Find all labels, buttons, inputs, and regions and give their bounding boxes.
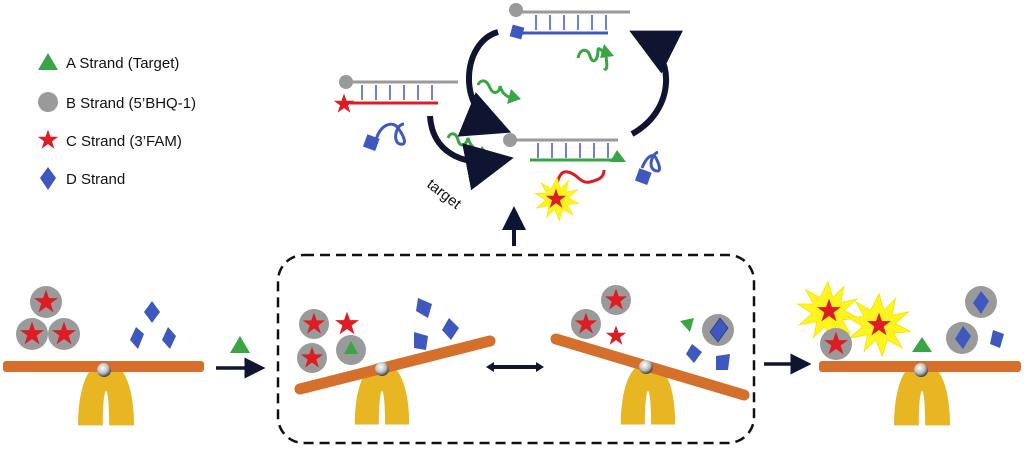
quencher-icon <box>339 75 353 89</box>
legend-item-d: D Strand <box>40 167 125 190</box>
legend-item-a: A Strand (Target) <box>38 53 179 72</box>
stage-intermediate-2 <box>550 285 750 425</box>
free-a-strand <box>476 79 521 104</box>
cycle-arrow-right <box>629 30 683 137</box>
equilibrium-arrow <box>486 362 544 372</box>
bc-duplex-group <box>16 286 80 350</box>
bd-duplex <box>509 3 630 40</box>
stage-initial <box>3 286 204 426</box>
triangle-icon <box>610 150 626 162</box>
free-d-strand <box>634 150 661 185</box>
pivot-ball <box>375 362 389 376</box>
equilibrium-box <box>276 253 756 445</box>
stage-intermediate-1 <box>294 298 496 425</box>
legend-item-c: C Strand (3’FAM) <box>37 129 182 150</box>
triangle-icon <box>507 89 521 104</box>
legend-label: B Strand (5’BHQ-1) <box>66 95 196 112</box>
free-d-strand <box>362 122 406 151</box>
legend-item-b: B Strand (5’BHQ-1) <box>38 92 196 112</box>
legend-label: D Strand <box>66 171 125 188</box>
legend-label: C Strand (3’FAM) <box>66 133 182 150</box>
quencher-icon <box>503 133 517 147</box>
triangle-icon <box>600 44 614 58</box>
circle-icon <box>38 92 58 112</box>
ba-duplex <box>503 133 626 162</box>
seesaw-board <box>294 335 496 395</box>
legend: A Strand (Target) B Strand (5’BHQ-1) C S… <box>37 53 196 190</box>
d-strand-group <box>130 301 176 349</box>
legend-label: A Strand (Target) <box>66 55 179 72</box>
released-c-strand <box>534 169 606 222</box>
diamond-icon <box>634 168 652 185</box>
diamond-icon <box>509 24 525 40</box>
pivot-ball <box>639 360 653 374</box>
diamond-icon <box>362 134 380 151</box>
star-icon <box>37 129 59 149</box>
diamond-icon <box>40 167 56 190</box>
quencher-icon <box>509 3 523 17</box>
stage-final <box>797 281 1021 426</box>
pivot-ball <box>914 363 928 377</box>
reaction-cycle: target <box>333 3 683 246</box>
triangle-icon <box>38 53 58 70</box>
bc-duplex <box>333 75 458 113</box>
free-a-strand <box>576 44 614 72</box>
target-label: target <box>424 176 465 214</box>
pivot-ball <box>97 363 111 377</box>
cycle-arrow-left <box>457 29 512 137</box>
triangle-icon <box>230 336 250 353</box>
target-arrow <box>427 115 514 191</box>
